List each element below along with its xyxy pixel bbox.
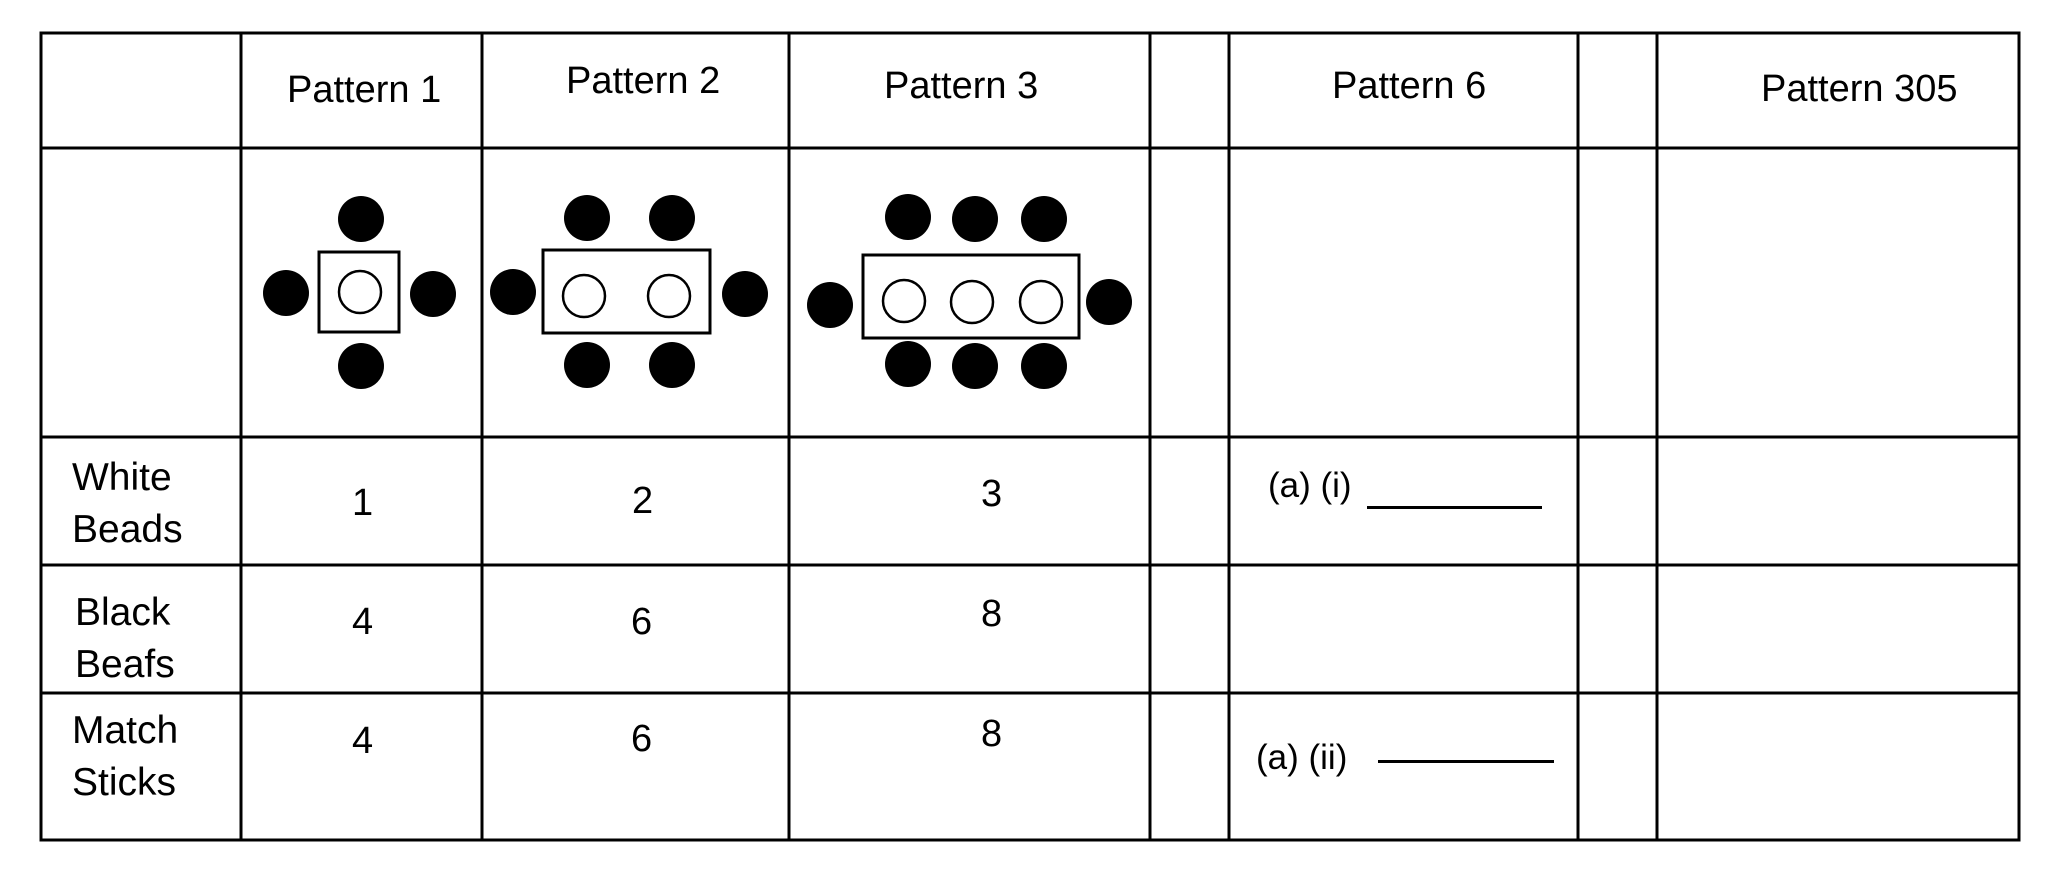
white-bead [1018,279,1064,325]
black-bead [885,194,931,240]
cell-white-beads-pattern-6-label: (a) (i) [1268,466,1352,505]
black-bead [1021,196,1067,242]
white-bead [949,279,995,325]
white-bead [337,269,383,315]
row-label-match-sticks: Match Sticks [72,705,178,809]
white-bead [646,273,692,319]
black-bead [649,342,695,388]
pattern-3-figure [807,194,1132,389]
header-pattern-2: Pattern 2 [566,60,721,102]
cell-white-beads-pattern-2: 2 [632,480,654,522]
cell-match-sticks-pattern-3: 8 [981,713,1003,755]
black-bead [338,343,384,389]
answer-blank-a-ii[interactable] [1378,760,1554,763]
black-bead [564,342,610,388]
answer-blank-a-i[interactable] [1367,506,1542,509]
row-label-line: Black [75,591,171,634]
black-bead [952,196,998,242]
row-label-line: White [72,456,172,499]
black-bead [410,271,456,317]
cell-match-sticks-pattern-1: 4 [352,720,374,762]
row-label-line: Sticks [72,761,177,804]
black-bead [1086,279,1132,325]
black-bead [807,282,853,328]
cell-match-sticks-pattern-2: 6 [631,718,653,760]
cell-white-beads-pattern-1: 1 [352,482,374,524]
white-bead [561,273,607,319]
header-pattern-1: Pattern 1 [287,69,442,111]
pattern-2-figure [490,195,768,388]
pattern-frame [861,253,1081,340]
cell-match-sticks-pattern-6-label: (a) (ii) [1256,738,1348,777]
row-label-black-beafs: Black Beafs [75,587,175,691]
header-pattern-305: Pattern 305 [1761,68,1958,110]
pattern-frame [317,250,401,334]
black-bead [1021,343,1067,389]
row-label-line: Beads [72,508,183,551]
header-pattern-6: Pattern 6 [1332,65,1487,107]
black-bead [722,271,768,317]
cell-black-beafs-pattern-1: 4 [352,601,374,643]
cell-white-beads-pattern-3: 3 [981,473,1003,515]
black-bead [490,269,536,315]
cell-black-beafs-pattern-2: 6 [631,601,653,643]
row-label-line: Beafs [75,643,175,686]
white-bead [881,278,927,324]
black-bead [338,196,384,242]
pattern-1-figure [263,196,456,389]
header-pattern-3: Pattern 3 [884,65,1039,107]
cell-black-beafs-pattern-3: 8 [981,593,1003,635]
pattern-frame [541,248,712,335]
black-bead [564,195,610,241]
row-label-line: Match [72,709,179,752]
black-bead [263,270,309,316]
black-bead [952,343,998,389]
row-label-white-beads: White Beads [72,452,183,556]
black-bead [885,341,931,387]
black-bead [649,195,695,241]
